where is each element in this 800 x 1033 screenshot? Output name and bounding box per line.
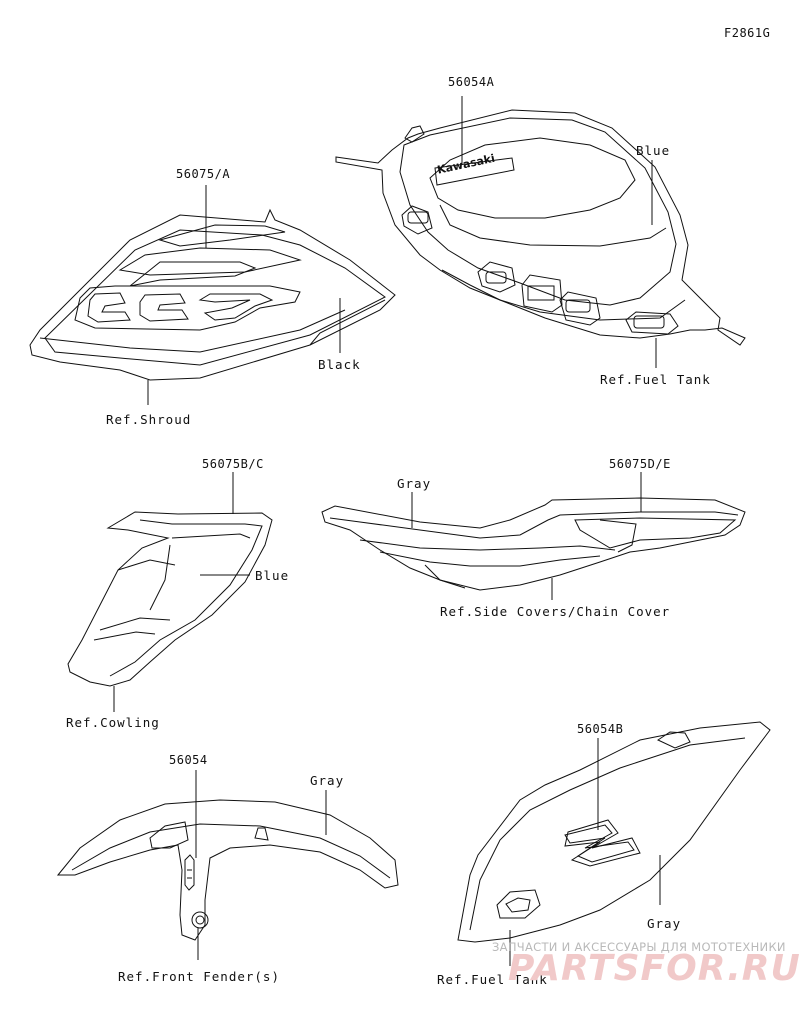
ref-label-cowling[interactable]: Ref.Cowling — [66, 715, 160, 730]
color-label-blue-tank: Blue — [636, 143, 671, 158]
ref-label-fuel-tank-bottom[interactable]: Ref.Fuel Tank — [437, 972, 548, 987]
fuel-tank-top-part — [336, 96, 745, 368]
watermark-tagline: ЗАПЧАСТИ И АКСЕССУАРЫ ДЛЯ МОТОТЕХНИКИ — [492, 940, 786, 954]
ref-label-side-covers[interactable]: Ref.Side Covers/Chain Cover — [440, 604, 671, 619]
figure-code: F2861G — [724, 26, 771, 40]
color-label-gray-fender: Gray — [310, 773, 345, 788]
ref-label-shroud[interactable]: Ref.Shroud — [106, 412, 192, 427]
ref-label-fuel-tank-top[interactable]: Ref.Fuel Tank — [600, 372, 711, 387]
side-covers-part — [322, 472, 745, 600]
color-label-gray-tank: Gray — [647, 916, 682, 931]
front-fender-part — [58, 770, 398, 960]
ref-label-front-fender[interactable]: Ref.Front Fender(s) — [118, 969, 280, 984]
part-number-56075de[interactable]: 56075D/E — [609, 457, 671, 471]
part-number-56054a[interactable]: 56054A — [448, 75, 495, 89]
part-number-56075bc[interactable]: 56075B/C — [202, 457, 264, 471]
fuel-tank-side-part — [458, 722, 770, 966]
color-label-blue-cowling: Blue — [255, 568, 290, 583]
color-label-gray-side: Gray — [397, 476, 432, 491]
watermark-logo: PARTSFOR.RU — [508, 948, 800, 989]
part-number-56054b[interactable]: 56054B — [577, 722, 624, 736]
color-label-black-shroud: Black — [318, 357, 361, 372]
watermark: ЗАПЧАСТИ И АКСЕССУАРЫ ДЛЯ МОТОТЕХНИКИ PA… — [440, 940, 800, 1033]
part-number-56075a[interactable]: 56075/A — [176, 167, 231, 181]
shroud-part — [30, 185, 395, 405]
cowling-part — [68, 472, 272, 712]
part-number-56054[interactable]: 56054 — [169, 753, 208, 767]
